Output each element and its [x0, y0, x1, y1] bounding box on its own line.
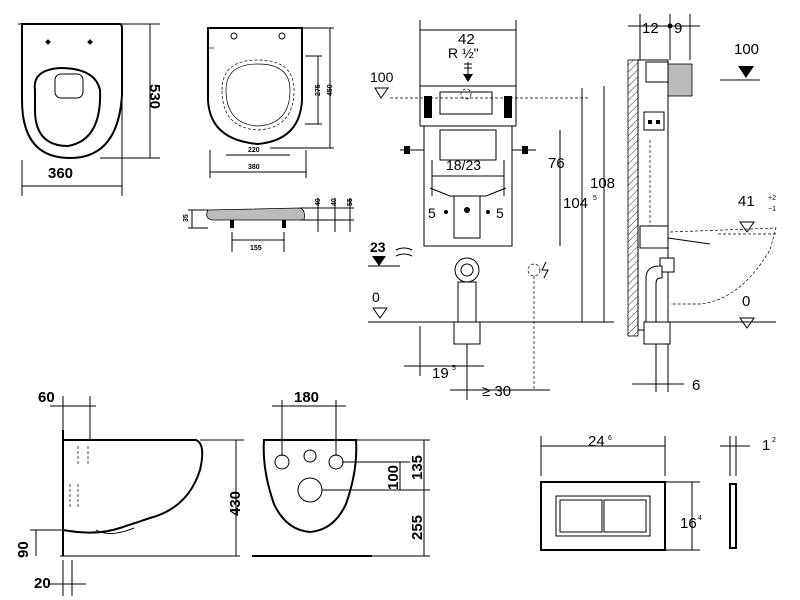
- seat-side-view: 35 155 40 40 55: [183, 198, 354, 252]
- hinge-40a: 40: [315, 198, 322, 206]
- frame-side-view: 12 9 100 41 +2 −1 0 6: [627, 14, 777, 394]
- tolerance-minus: −1: [768, 206, 776, 213]
- tolerance-plus: +2: [768, 195, 776, 202]
- plate-depth-sup: 2: [772, 437, 776, 444]
- floor-height-left: 0: [372, 289, 380, 305]
- hole-spacing: 180: [294, 389, 319, 406]
- height-76: 76: [548, 155, 565, 172]
- bowl-top-depth-label: 530: [146, 84, 163, 109]
- height-108: 108: [590, 175, 615, 192]
- flush-plate: 24 6 16 4 1 2: [540, 433, 776, 551]
- height-135: 135: [409, 455, 426, 480]
- bottom-offset: 20: [34, 575, 51, 592]
- offset-left: 5: [428, 205, 436, 221]
- plate-height-sup: 4: [698, 515, 702, 522]
- bowl-width-label: 360: [48, 165, 73, 182]
- side-height-41: 41: [738, 193, 755, 210]
- frame-width: 42: [458, 31, 475, 48]
- side-bottom-6: 6: [692, 377, 700, 394]
- bowl-height: 430: [227, 491, 244, 516]
- bowl-side-elevation: 60 430 90 20: [15, 389, 244, 596]
- height-255: 255: [409, 515, 426, 540]
- inlet-label: R ½": [448, 45, 479, 61]
- plate-width: 24: [588, 433, 605, 450]
- hinge-spacing: 155: [250, 245, 262, 252]
- frame-front-view: 42 R ½" 100 18/23 5 5: [368, 20, 615, 400]
- seat-opening-width: 220: [248, 147, 260, 154]
- seat-thickness: 35: [183, 214, 190, 222]
- inlet-spacing: 18/23: [446, 157, 481, 173]
- height-100: 100: [385, 465, 402, 490]
- seat-width: 380: [248, 164, 260, 171]
- hinge-55: 55: [347, 198, 354, 206]
- bottom-19: 19: [432, 365, 449, 382]
- bowl-top-view: 360 530: [18, 23, 163, 196]
- plate-width-sup: 6: [608, 435, 612, 442]
- seat-top-view: 220 380 275 450: [207, 27, 334, 178]
- side-floor: 0: [742, 293, 750, 310]
- hinge-40b: 40: [331, 198, 338, 206]
- rim-offset: 60: [38, 389, 55, 406]
- bottom-19-sup: 5: [452, 365, 456, 372]
- seat-depth: 450: [327, 84, 334, 96]
- bowl-front-elevation: 180 100 135 255: [252, 389, 430, 557]
- cistern-height-label: 100: [370, 69, 394, 85]
- side-height-100: 100: [734, 41, 759, 58]
- plate-depth: 1: [762, 437, 770, 454]
- supply-height-label: 23: [370, 239, 386, 255]
- offset-right: 5: [496, 205, 504, 221]
- height-104-sup: 5: [593, 195, 597, 202]
- bottom-min: ≥ 30: [482, 383, 511, 400]
- side-depth-9: 9: [674, 20, 682, 37]
- height-104: 104: [563, 195, 588, 212]
- side-depth-12: 12: [642, 20, 659, 37]
- plate-height: 16: [680, 515, 697, 532]
- seat-opening-length: 275: [315, 84, 322, 96]
- outlet-height: 90: [15, 541, 32, 558]
